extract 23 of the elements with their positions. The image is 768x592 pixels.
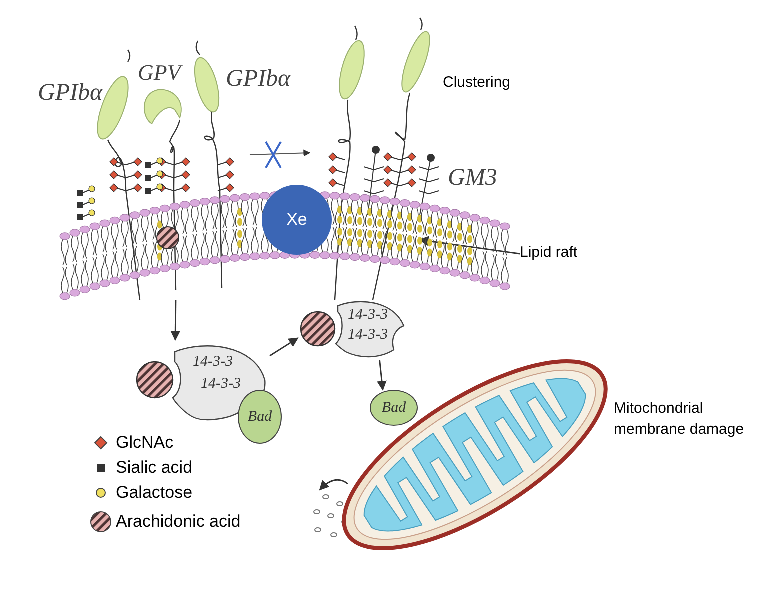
protein-label: 14-3-3 [201,376,241,393]
lipid-name: GM3 [448,165,498,192]
protein-name: GPV [138,60,181,86]
protein-name: GPIbα [226,66,291,93]
protein-label: Bad [382,400,406,416]
protein-label: 14-3-3 [348,307,388,324]
legend-label: GlcNAc [116,433,174,453]
legend-label: Galactose [116,483,193,503]
callout-label: Lipid raft [520,244,600,264]
xenon-atom: Xe [262,185,332,255]
arrow [270,338,299,357]
protein-label: 14-3-3 [193,354,233,371]
legend-label: Sialic acid [116,458,193,478]
protein-blob [238,390,282,444]
arrow [377,360,387,391]
protein-blob [370,390,418,426]
protein-label: 14-3-3 [348,327,388,344]
protein-label: Bad [248,408,272,426]
process-label: Clustering [443,74,511,91]
annotation-text: Mitochondrial membrane damage [614,399,746,440]
arrow [170,300,180,341]
legend-label: Arachidonic acid [116,512,241,532]
protein-name: GPIbα [38,80,103,107]
